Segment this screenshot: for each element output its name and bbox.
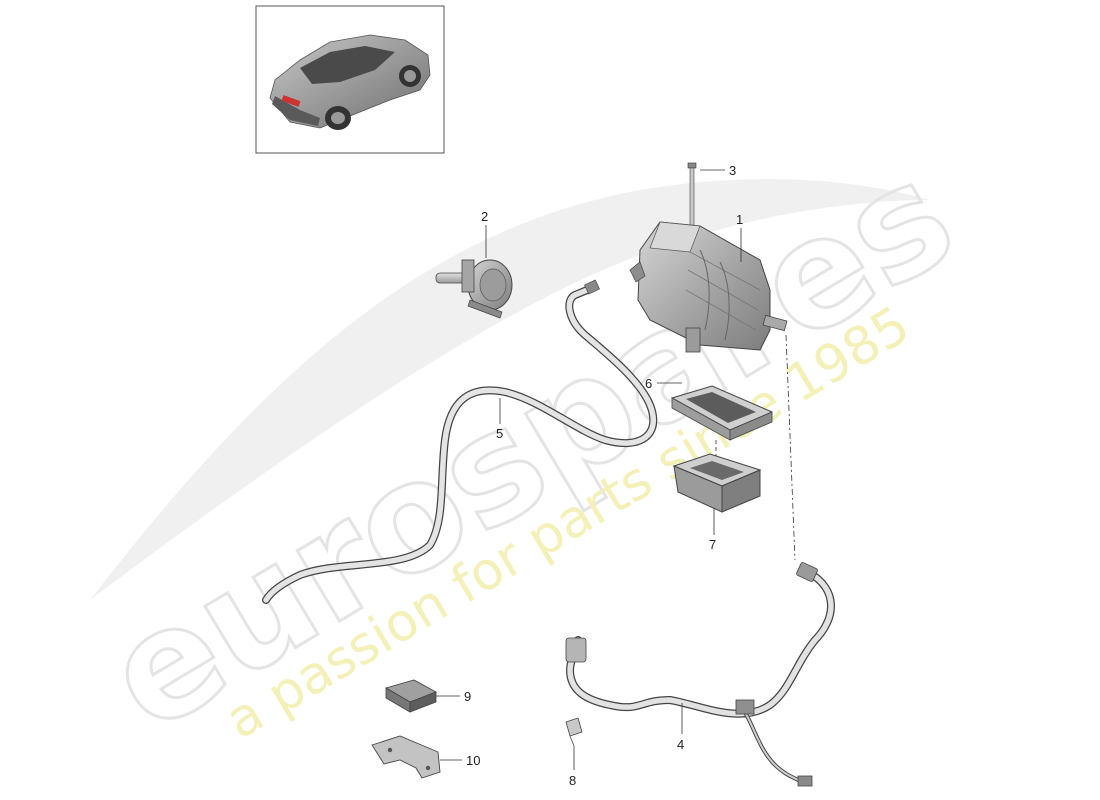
valve-part	[435, 259, 513, 319]
callout-4: 4	[677, 737, 684, 752]
callout-10: 10	[466, 753, 480, 768]
mounting-bracket-part	[371, 735, 441, 779]
connector-part	[384, 679, 438, 713]
car-thumbnail	[255, 5, 445, 154]
canister-part	[629, 221, 788, 353]
canister-pipe-connector-line	[785, 334, 796, 561]
callout-labels: 1 2 3 4 5 6 7 8 9 10	[464, 163, 743, 788]
leader-lines	[436, 169, 742, 770]
car-icon	[269, 34, 431, 130]
watermark: eurospares a passion for parts since 198…	[77, 127, 983, 768]
filter-part	[670, 385, 774, 462]
callout-9: 9	[464, 689, 471, 704]
callout-3: 3	[729, 163, 736, 178]
clip-part	[565, 717, 583, 747]
tray-part	[672, 453, 762, 513]
hose-part	[262, 279, 658, 604]
callout-6: 6	[645, 376, 652, 391]
pipe-assembly-part	[565, 562, 835, 787]
callout-2: 2	[481, 209, 488, 224]
callout-5: 5	[496, 426, 503, 441]
callout-7: 7	[709, 537, 716, 552]
watermark-swoosh	[90, 179, 930, 600]
callout-8: 8	[569, 773, 576, 788]
callout-1: 1	[736, 212, 743, 227]
